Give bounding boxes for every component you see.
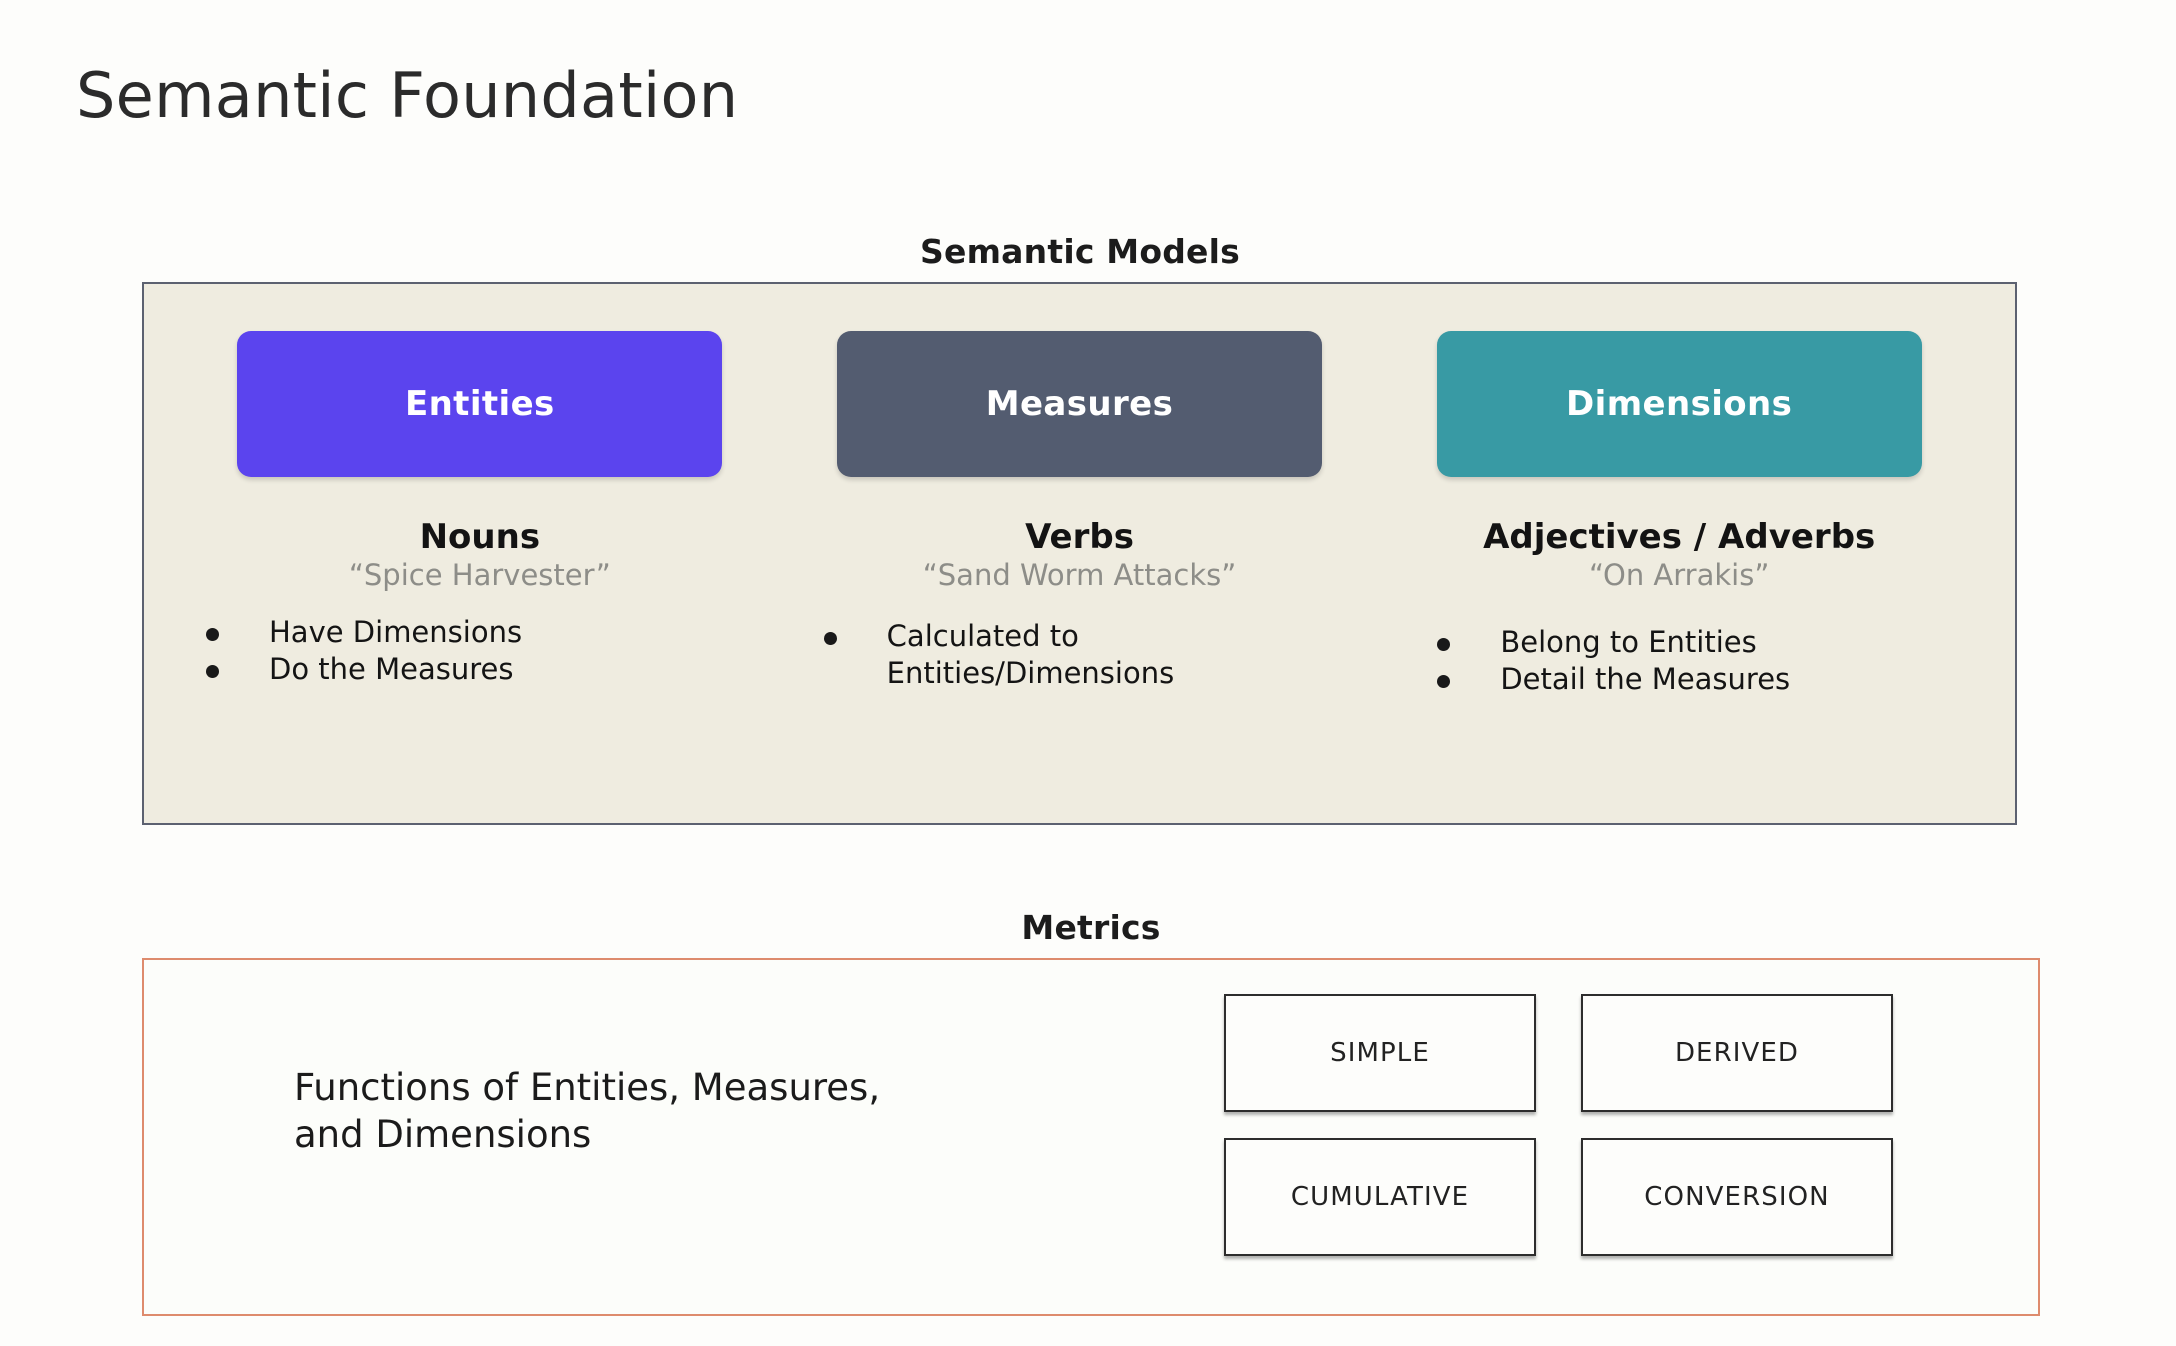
dimensions-bullet-1: Belong to Entities: [1500, 624, 1757, 659]
entities-example: “Spice Harvester”: [348, 557, 611, 592]
measures-bullet-list: Calculated to Entities/Dimensions: [780, 618, 1380, 692]
entities-bullet-1: Have Dimensions: [269, 614, 523, 649]
page-title: Semantic Foundation: [76, 59, 739, 132]
semantic-models-panel: Entities Nouns “Spice Harvester” Have Di…: [142, 282, 2017, 825]
model-column-entities: Entities Nouns “Spice Harvester” Have Di…: [180, 331, 780, 823]
dimensions-bullet-2: Detail the Measures: [1500, 661, 1791, 696]
measures-bullet-1: Calculated to Entities/Dimensions: [886, 618, 1175, 690]
model-column-dimensions: Dimensions Adjectives / Adverbs “On Arra…: [1379, 331, 1979, 823]
list-item: Do the Measures: [206, 651, 513, 688]
metric-type-simple[interactable]: SIMPLE: [1224, 994, 1536, 1112]
list-item: Detail the Measures: [1437, 661, 1790, 698]
entities-part-of-speech: Nouns: [419, 517, 541, 557]
dimensions-bullet-list: Belong to Entities Detail the Measures: [1379, 624, 1979, 698]
bullet-dot-icon: [1437, 637, 1451, 651]
metrics-description: Functions of Entities, Measures, and Dim…: [294, 1066, 881, 1156]
semantic-models-section-label: Semantic Models: [920, 232, 1240, 271]
semantic-models-columns: Entities Nouns “Spice Harvester” Have Di…: [144, 284, 2015, 823]
measures-example: “Sand Worm Attacks”: [922, 557, 1237, 592]
bullet-dot-icon: [1437, 674, 1451, 688]
entities-bullet-list: Have Dimensions Do the Measures: [180, 614, 780, 688]
dimensions-example: “On Arrakis”: [1589, 557, 1770, 592]
metric-type-conversion[interactable]: CONVERSION: [1581, 1138, 1893, 1256]
metric-type-derived[interactable]: DERIVED: [1581, 994, 1893, 1112]
list-item: Calculated to Entities/Dimensions: [823, 618, 1175, 692]
metric-type-grid: SIMPLE DERIVED CUMULATIVE CONVERSION: [1224, 994, 1893, 1256]
measures-part-of-speech: Verbs: [1025, 517, 1134, 557]
metrics-panel: Functions of Entities, Measures, and Dim…: [142, 958, 2040, 1316]
list-item: Have Dimensions: [206, 614, 522, 651]
metrics-section-label: Metrics: [1021, 908, 1161, 947]
list-item: Belong to Entities: [1437, 624, 1757, 661]
entities-chip[interactable]: Entities: [237, 331, 723, 477]
dimensions-chip[interactable]: Dimensions: [1436, 331, 1922, 477]
bullet-dot-icon: [823, 631, 837, 645]
measures-chip[interactable]: Measures: [837, 331, 1322, 477]
bullet-dot-icon: [206, 627, 219, 641]
metric-type-cumulative[interactable]: CUMULATIVE: [1224, 1138, 1536, 1256]
dimensions-part-of-speech: Adjectives / Adverbs: [1483, 517, 1876, 557]
bullet-dot-icon: [206, 664, 219, 678]
entities-bullet-2: Do the Measures: [269, 651, 514, 686]
model-column-measures: Measures Verbs “Sand Worm Attacks” Calcu…: [780, 331, 1380, 823]
